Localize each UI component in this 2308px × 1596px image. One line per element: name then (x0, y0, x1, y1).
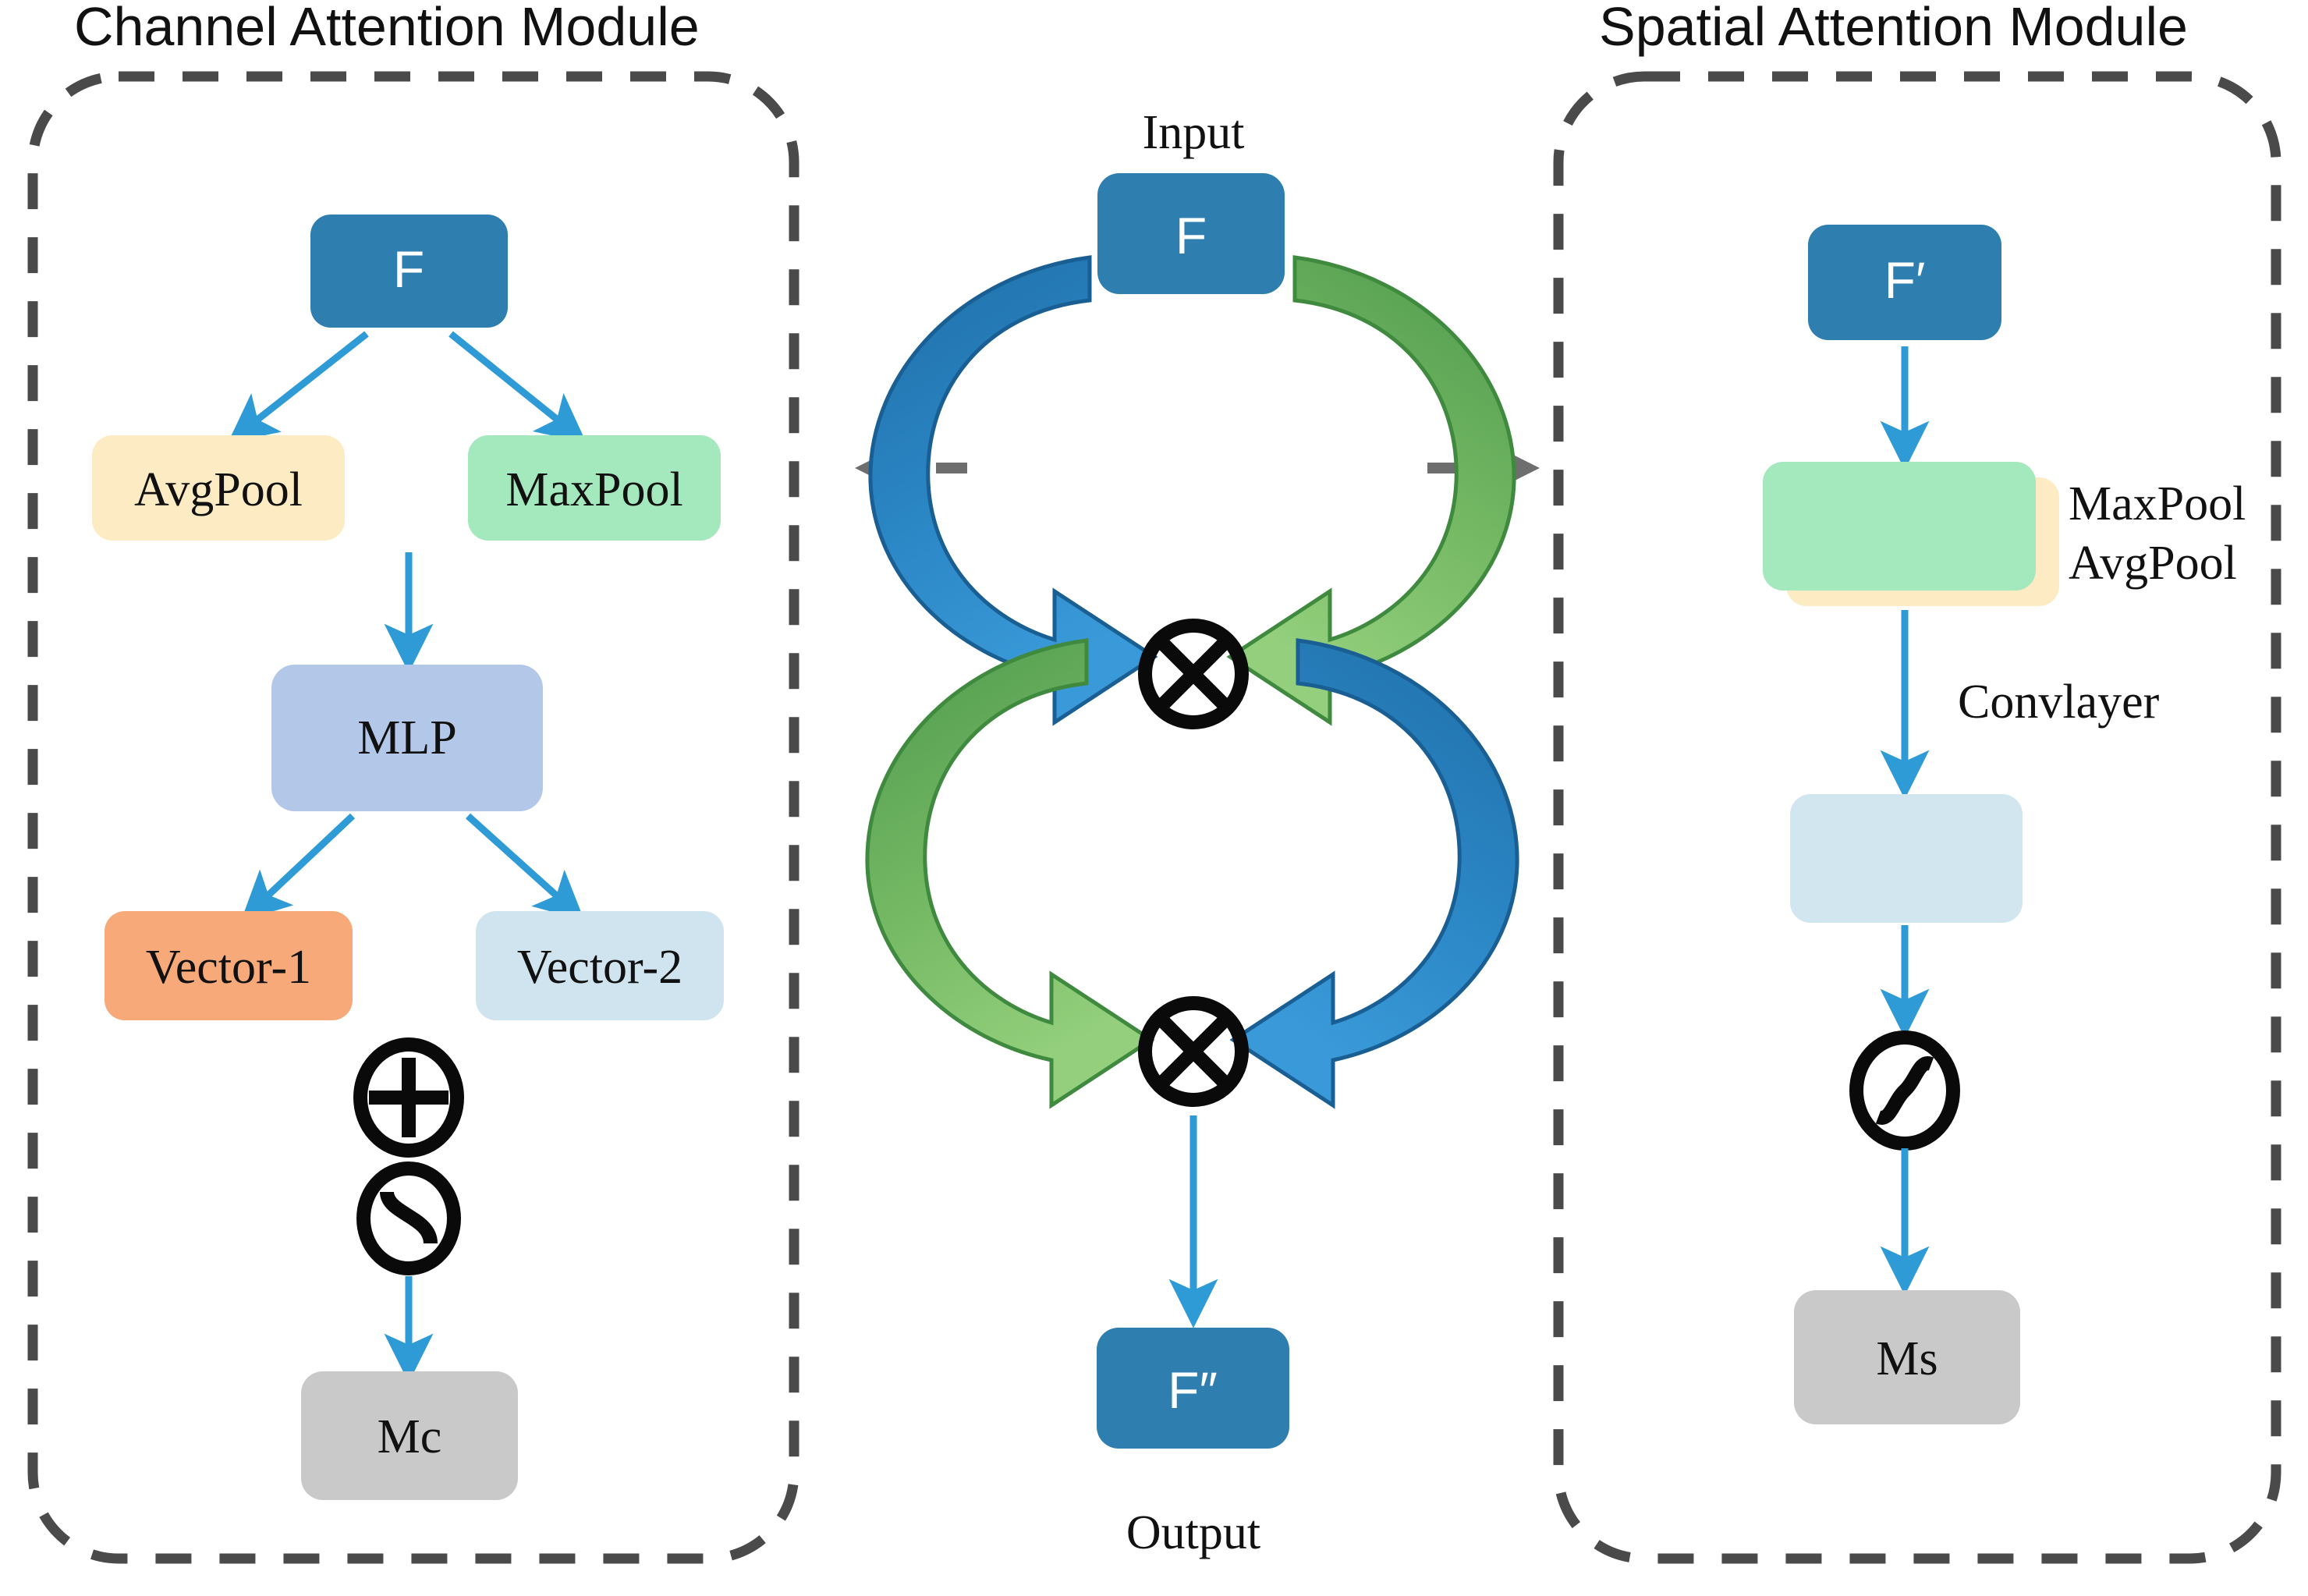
arrow-mlp-to-vector1 (240, 813, 356, 921)
curve-arrow-input-to-multiply-blue (868, 255, 1158, 726)
channel-input-feature-node[interactable]: F (310, 215, 508, 328)
channel-avgpool-node[interactable]: AvgPool (92, 435, 345, 541)
spatial-pool-label-avgpool: AvgPool (2069, 537, 2237, 590)
output-label: Output (1126, 1506, 1260, 1559)
arrow-feature-to-avgpool (228, 331, 369, 443)
spatial-conv-label: Convlayer (1958, 676, 2160, 729)
center-output-feature-node[interactable]: F″ (1097, 1328, 1289, 1449)
multiply-icon-bottom (1138, 996, 1249, 1107)
channel-avgpool-label: AvgPool (134, 463, 303, 516)
center-input-feature-label: F (1175, 207, 1207, 264)
spatial-output-mask-label: Ms (1876, 1332, 1938, 1385)
channel-vector1-node[interactable]: Vector-1 (105, 911, 353, 1020)
channel-vector1-label: Vector-1 (146, 941, 311, 994)
spatial-module-title: Spatial Attention Module (1599, 0, 2188, 57)
channel-mlp-node[interactable]: MLP (271, 665, 543, 811)
spatial-output-mask-node[interactable]: Ms (1794, 1290, 2020, 1424)
spatial-conv-node[interactable] (1790, 794, 2023, 923)
channel-maxpool-label: MaxPool (505, 463, 682, 516)
channel-mlp-label: MLP (357, 711, 456, 764)
channel-vector2-node[interactable]: Vector-2 (476, 911, 724, 1020)
plus-icon (353, 1037, 464, 1158)
arrow-mlp-to-vector2 (465, 813, 585, 921)
channel-module-frame (27, 71, 799, 1564)
curve-arrow-multiply-to-output-blue (1229, 638, 1519, 1109)
sigmoid-icon (356, 1162, 461, 1275)
input-label: Input (1143, 106, 1245, 159)
channel-input-feature-label: F (393, 240, 424, 298)
center-flow: Input F (855, 106, 1540, 1559)
sigmoid-icon (1849, 1030, 1960, 1151)
channel-module-title: Channel Attention Module (74, 0, 700, 57)
channel-attention-module: Channel Attention Module F AvgPool MaxPo… (27, 0, 799, 1564)
center-input-feature-node[interactable]: F (1097, 173, 1285, 294)
spatial-attention-module: Spatial Attention Module F′ MaxPool AvgP… (1553, 0, 2281, 1564)
spatial-input-feature-node[interactable]: F′ (1808, 225, 2001, 340)
spatial-module-frame (1553, 71, 2281, 1564)
spatial-pool-node[interactable] (1763, 462, 2059, 606)
channel-vector2-label: Vector-2 (517, 941, 682, 994)
curve-arrow-multiply-to-output-green (865, 638, 1155, 1109)
spatial-pool-label-maxpool: MaxPool (2069, 477, 2246, 530)
arrow-feature-to-maxpool (448, 331, 587, 443)
channel-maxpool-node[interactable]: MaxPool (468, 435, 721, 541)
channel-output-mask-node[interactable]: Mc (301, 1371, 518, 1500)
channel-output-mask-label: Mc (378, 1410, 442, 1463)
curve-arrow-input-to-multiply-green (1226, 255, 1516, 726)
spatial-input-feature-label: F′ (1884, 251, 1926, 309)
multiply-icon-top (1138, 619, 1249, 729)
center-output-feature-label: F″ (1168, 1361, 1218, 1419)
